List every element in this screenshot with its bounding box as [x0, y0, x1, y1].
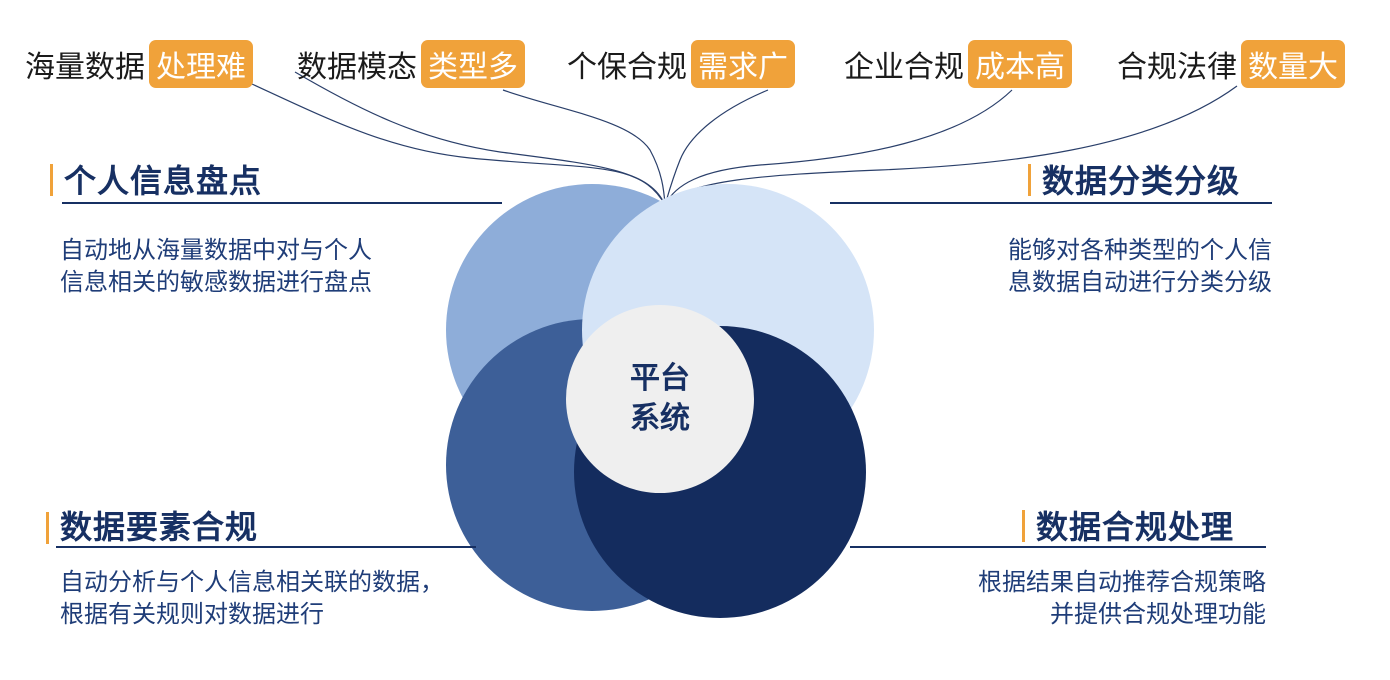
- pain-point-1: 海量数据 处理难: [25, 40, 253, 88]
- pain-point-4: 企业合规 成本高: [844, 40, 1072, 88]
- section-desc-bottom-right: 根据结果自动推荐合规策略 并提供合规处理功能: [978, 568, 1266, 628]
- pain-point-text: 海量数据: [25, 50, 145, 85]
- connector-line-6: [664, 85, 1238, 206]
- center-label-line2: 系统: [630, 401, 690, 436]
- section-accent-bar: [50, 164, 53, 196]
- pain-point-2: 数据模态 类型多: [297, 40, 525, 88]
- section-desc-top-right: 能够对各种类型的个人信 息数据自动进行分类分级: [1008, 236, 1272, 296]
- connector-line-2: [294, 71, 666, 206]
- section-desc-bottom-left: 自动分析与个人信息相关联的数据， 根据有关规则对数据进行: [60, 568, 444, 628]
- section-rule: [62, 202, 502, 204]
- pain-point-tag: 类型多: [421, 40, 525, 88]
- section-rule: [830, 202, 1272, 204]
- center-label-line1: 平台: [630, 361, 690, 396]
- section-title-bottom-right: 数据合规处理: [1036, 508, 1235, 546]
- pain-point-tag: 需求广: [691, 40, 795, 88]
- section-rule: [56, 546, 476, 548]
- pain-point-tag: 处理难: [149, 40, 253, 88]
- section-title-top-right: 数据分类分级: [1042, 162, 1241, 200]
- section-accent-bar: [1028, 164, 1031, 196]
- pain-point-text: 企业合规: [844, 50, 964, 85]
- center-circle: [566, 305, 754, 493]
- connector-line-5: [664, 89, 1013, 206]
- connector-line-3: [502, 89, 666, 206]
- section-accent-bar: [1022, 510, 1025, 542]
- center-label: 平台 系统: [566, 305, 754, 493]
- section-accent-bar: [46, 512, 49, 544]
- pain-point-text: 数据模态: [297, 50, 417, 85]
- pain-point-text: 合规法律: [1117, 50, 1237, 85]
- pain-point-5: 合规法律 数量大: [1117, 40, 1345, 88]
- section-title-bottom-left: 数据要素合规: [60, 508, 259, 546]
- connector-line-4: [664, 89, 769, 206]
- pain-point-tag: 数量大: [1241, 40, 1345, 88]
- pain-point-3: 个保合规 需求广: [567, 40, 795, 88]
- section-rule: [850, 546, 1266, 548]
- section-title-top-left: 个人信息盘点: [64, 162, 263, 200]
- pain-point-tag: 成本高: [968, 40, 1072, 88]
- section-desc-top-left: 自动地从海量数据中对与个人 信息相关的敏感数据进行盘点: [60, 236, 372, 296]
- pain-point-text: 个保合规: [567, 50, 687, 85]
